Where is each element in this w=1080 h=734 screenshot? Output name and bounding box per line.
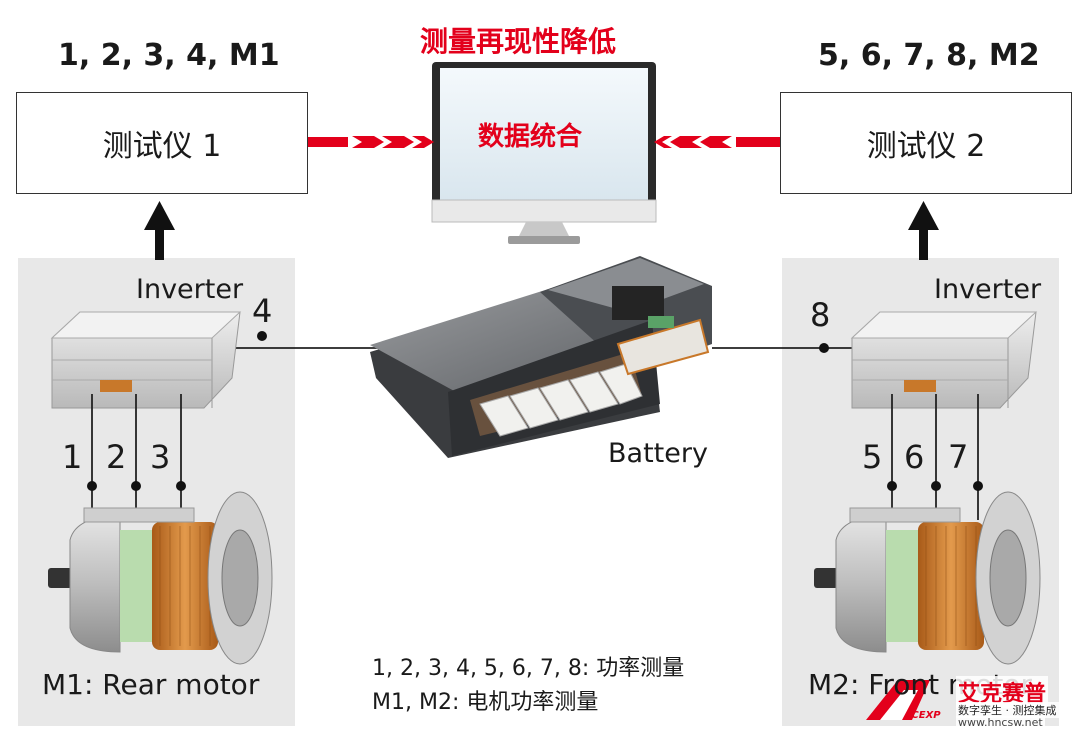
tester-1-box: 测试仪 1 xyxy=(16,92,308,194)
measure-label-8: 8 xyxy=(810,296,831,334)
measure-point-3 xyxy=(176,481,186,491)
right-channels-heading: 5, 6, 7, 8, M2 xyxy=(818,38,1040,73)
legend-line-1: 1, 2, 3, 4, 5, 6, 7, 8: 功率测量 xyxy=(372,656,685,681)
monitor-text: 数据统合 xyxy=(478,122,583,152)
right-motor xyxy=(814,491,1041,665)
tester-1-label: 测试仪 1 xyxy=(102,129,222,164)
measure-point-4 xyxy=(257,331,267,341)
left-channels-heading: 1, 2, 3, 4, M1 xyxy=(58,38,280,73)
measure-point-1 xyxy=(87,481,97,491)
watermark-url: www.hncsw.net xyxy=(956,716,1045,729)
left-inverter-label: Inverter xyxy=(136,274,244,305)
measure-label-6: 6 xyxy=(904,438,925,476)
watermark-slogan: 数字孪生 · 测控集成 xyxy=(956,702,1059,718)
measure-point-6 xyxy=(931,481,941,491)
measure-point-2 xyxy=(131,481,141,491)
tester-2-box: 测试仪 2 xyxy=(780,92,1072,194)
right-inverter xyxy=(850,311,1038,409)
left-data-arrow xyxy=(308,136,434,148)
measure-point-7 xyxy=(973,481,983,491)
battery-pack xyxy=(370,256,712,458)
left-phase-lines xyxy=(91,394,182,520)
right-data-arrow xyxy=(654,136,780,148)
measure-label-5: 5 xyxy=(862,438,883,476)
measure-label-4: 4 xyxy=(252,292,273,330)
left-up-arrow xyxy=(144,201,175,260)
measure-label-7: 7 xyxy=(948,438,969,476)
right-phase-lines xyxy=(891,394,979,520)
monitor xyxy=(431,62,657,244)
right-up-arrow xyxy=(908,201,939,260)
watermark-badge: ACEXP xyxy=(904,710,941,721)
battery-label: Battery xyxy=(608,438,708,469)
measure-label-1: 1 xyxy=(62,438,83,476)
right-inverter-label: Inverter xyxy=(934,274,1042,305)
measure-point-5 xyxy=(887,481,897,491)
measure-point-8 xyxy=(819,343,829,353)
measure-label-2: 2 xyxy=(106,438,127,476)
left-motor-label: M1: Rear motor xyxy=(42,668,260,701)
watermark-logo xyxy=(866,680,930,720)
tester-2-label: 测试仪 2 xyxy=(866,129,986,164)
left-inverter xyxy=(50,311,242,409)
measure-label-3: 3 xyxy=(150,438,171,476)
warning-heading: 测量再现性降低 xyxy=(420,25,617,58)
left-motor xyxy=(48,491,273,665)
legend-line-2: M1, M2: 电机功率测量 xyxy=(372,690,599,715)
